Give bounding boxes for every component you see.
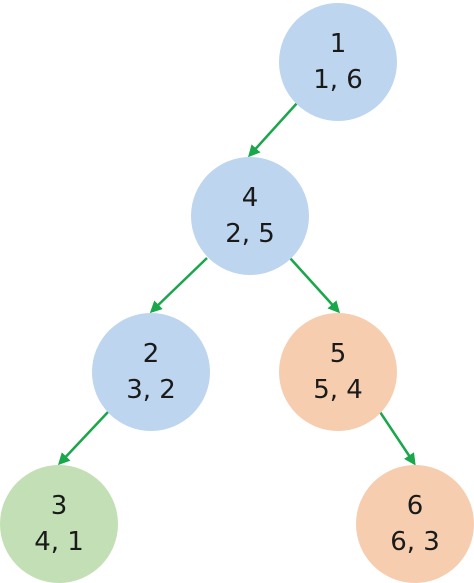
tree-node-1: 1 1, 6 (279, 3, 397, 121)
node-key: 4 (241, 183, 259, 213)
tree-node-3: 3 4, 1 (0, 465, 118, 583)
node-key: 5 (329, 339, 347, 369)
tree-node-6: 6 6, 3 (356, 465, 474, 583)
edge-4-5 (289, 257, 341, 314)
tree-node-2: 2 3, 2 (92, 313, 210, 431)
node-key: 2 (142, 339, 160, 369)
tree-node-5: 5 5, 4 (279, 313, 397, 431)
tree-node-4: 4 2, 5 (191, 157, 309, 275)
node-pair: 1, 6 (313, 65, 363, 95)
edge-1-4 (247, 101, 299, 158)
node-pair: 4, 1 (34, 527, 84, 557)
edge-4-2 (149, 257, 208, 314)
node-pair: 3, 2 (126, 375, 176, 405)
node-pair: 5, 4 (313, 375, 363, 405)
edge-5-6 (378, 411, 416, 466)
node-key: 1 (329, 29, 347, 59)
edge-2-3 (57, 411, 109, 466)
node-pair: 6, 3 (390, 527, 440, 557)
node-key: 3 (50, 491, 68, 521)
node-key: 6 (406, 491, 424, 521)
node-pair: 2, 5 (225, 219, 275, 249)
